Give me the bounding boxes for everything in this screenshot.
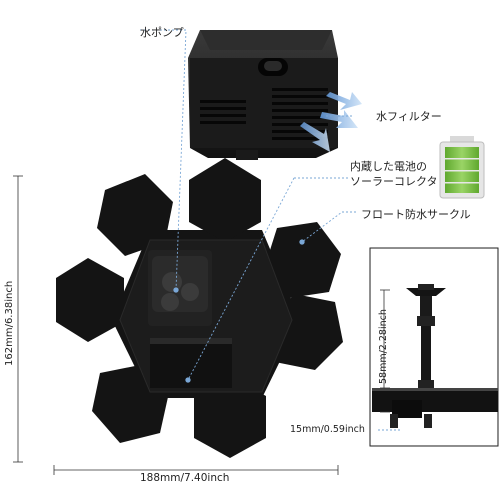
width-dimension-line (53, 465, 339, 475)
petal (194, 376, 266, 458)
petal (56, 258, 124, 342)
width-dimension-label: 188mm/7.40inch (140, 472, 230, 484)
outlet-3 (161, 293, 179, 311)
water-filter-label: 水フィルター (376, 110, 442, 123)
water-pump-label: 水ポンプ (140, 26, 184, 39)
petal (189, 158, 261, 242)
side-view-inset (369, 247, 499, 447)
outlet-1 (162, 272, 182, 292)
petal (97, 174, 173, 256)
outlet-2 (181, 283, 199, 301)
petal (265, 222, 341, 298)
battery-label-line2: ソーラーコレクタ (350, 175, 438, 188)
float-inner (119, 239, 293, 393)
nozzle-height-label: 58mm/2.28inch (378, 309, 389, 384)
height-dimension-line (13, 175, 23, 463)
water-pump-image (188, 30, 338, 160)
height-dimension-label: 162mm/6.38inch (4, 280, 15, 366)
pointer-lines (140, 29, 400, 431)
base-height-label: 15mm/0.59inch (290, 424, 365, 435)
battery-label-line1: 内蔵した電池の (350, 160, 427, 173)
battery-full-icon (439, 136, 485, 199)
float-circle-label: フロート防水サークル (361, 208, 471, 221)
flow-arrows-icon (300, 92, 362, 152)
